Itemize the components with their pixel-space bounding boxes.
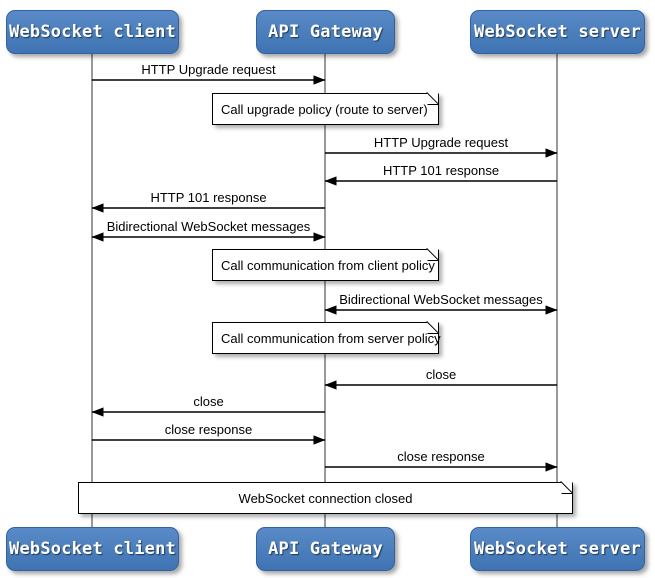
participant-client-top[interactable]: WebSocket client [6,10,179,54]
message-label-m8: close [193,394,224,409]
note-fold-corner-icon [427,322,439,334]
note-n3[interactable]: Call communication from server policy [212,322,441,354]
message-label-m7: close [425,367,457,382]
message-label-m9: close response [164,422,253,437]
participant-gateway-bottom[interactable]: API Gateway [256,527,395,571]
note-fold-corner-icon [427,93,439,105]
message-label-m5: Bidirectional WebSocket messages [106,219,311,234]
lifelines-group [91,54,558,527]
participant-server-bottom[interactable]: WebSocket server [470,527,645,571]
message-label-m6: Bidirectional WebSocket messages [339,292,543,307]
note-label-n1: Call upgrade policy (route to server) [221,101,428,117]
note-n2[interactable]: Call communication from client policy [212,249,439,281]
note-fold-corner-icon [561,482,573,494]
note-label-n2: Call communication from client policy [221,257,435,273]
note-fold-corner-icon [427,249,439,261]
note-n1[interactable]: Call upgrade policy (route to server) [212,93,439,125]
note-label-n4: WebSocket connection closed [238,490,413,506]
message-label-m3: HTTP 101 response [382,163,500,178]
participant-server-top[interactable]: WebSocket server [470,10,645,54]
message-label-m1: HTTP Upgrade request [141,62,276,77]
note-n4[interactable]: WebSocket connection closed [78,482,573,514]
participant-gateway-top[interactable]: API Gateway [256,10,395,54]
message-label-m4: HTTP 101 response [150,190,267,205]
message-arrows-group [91,75,558,472]
message-label-m2: HTTP Upgrade request [373,135,509,150]
note-label-n3: Call communication from server policy [221,330,441,346]
message-label-m10: close response [397,449,485,464]
participant-client-bottom[interactable]: WebSocket client [6,527,179,571]
